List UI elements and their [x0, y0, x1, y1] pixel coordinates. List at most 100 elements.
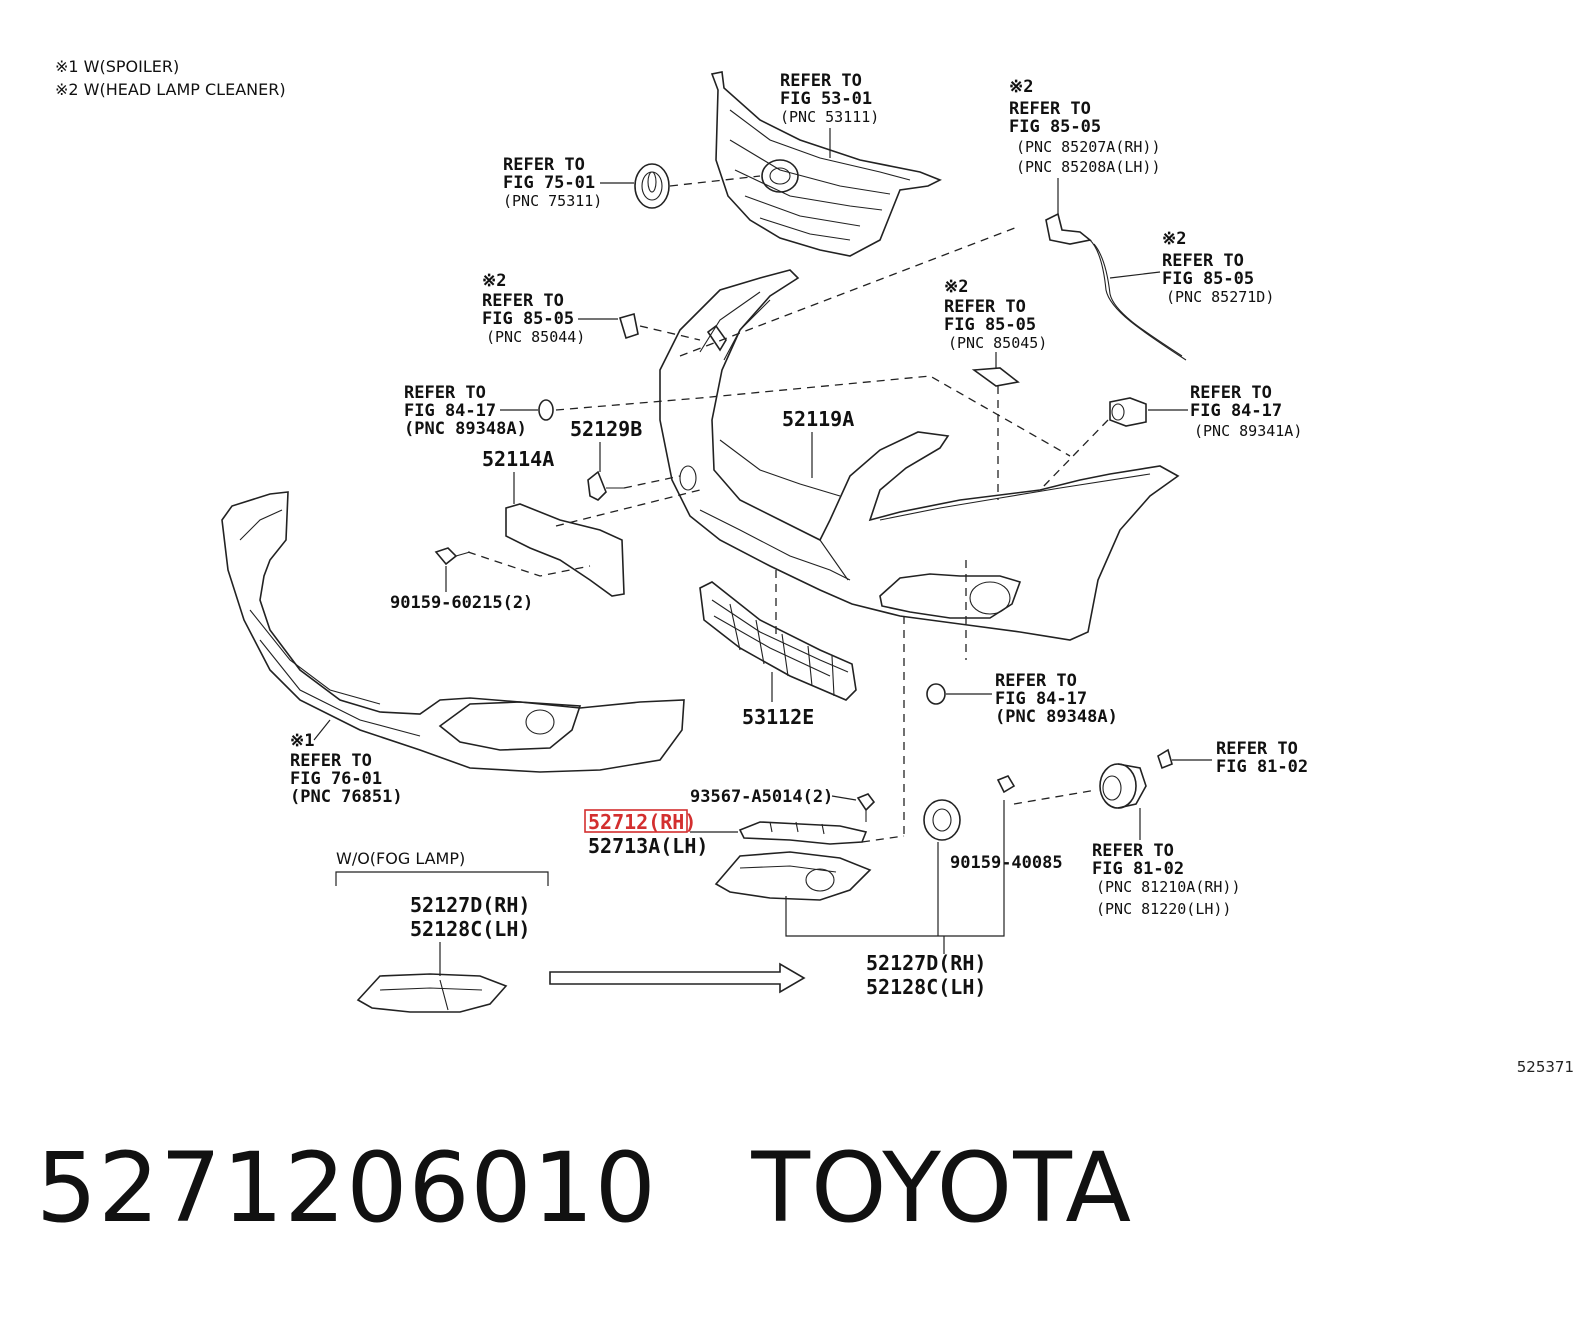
figure-code: 525371: [1516, 1058, 1574, 1076]
emblem-icon[interactable]: [634, 163, 670, 209]
svg-text:REFER TO: REFER TO: [944, 297, 1026, 317]
svg-text:FIG 76-01: FIG 76-01: [290, 769, 382, 789]
parking-sensor[interactable]: [1109, 397, 1147, 427]
front-bumper-cover[interactable]: [659, 269, 1180, 641]
label-93567-A5014: 93567-A5014(2): [690, 787, 833, 807]
group-bracket-line: [785, 800, 1005, 937]
callout-clip-lower: REFER TO FIG 84-17 (PNC 89348A): [946, 671, 1118, 727]
svg-text:(PNC 76851): (PNC 76851): [290, 787, 403, 807]
svg-text:FIG 84-17: FIG 84-17: [995, 689, 1087, 709]
callout-bracket-85044: ※2 REFER TO FIG 85-05 (PNC 85044): [482, 271, 618, 346]
svg-text:REFER TO: REFER TO: [1162, 251, 1244, 271]
svg-text:REFER TO: REFER TO: [1092, 841, 1174, 861]
label-52114A: 52114A: [482, 447, 554, 471]
label-52129B: 52129B: [570, 417, 642, 441]
svg-text:FIG 81-02: FIG 81-02: [1216, 757, 1308, 777]
bumper-bracket-left[interactable]: [706, 324, 727, 352]
svg-text:(PNC 89348A): (PNC 89348A): [404, 419, 527, 439]
svg-text:FIG 85-05: FIG 85-05: [1162, 269, 1254, 289]
svg-text:※2: ※2: [944, 277, 968, 297]
svg-text:FIG 81-02: FIG 81-02: [1092, 859, 1184, 879]
note-head-lamp-cleaner: ※2 W(HEAD LAMP CLEANER): [55, 80, 286, 99]
footer-title: 5271206010 TOYOTA: [36, 1132, 1132, 1244]
svg-text:※2: ※2: [1009, 77, 1033, 97]
front-spoiler[interactable]: [221, 491, 685, 773]
license-plate-bracket-52114A[interactable]: [505, 503, 625, 597]
svg-text:REFER TO: REFER TO: [404, 383, 486, 403]
screw-90159-60215[interactable]: [434, 547, 471, 566]
label-90159-60215: 90159-60215(2): [390, 593, 533, 613]
svg-text:FIG 75-01: FIG 75-01: [503, 173, 595, 193]
clip-89348A[interactable]: [538, 399, 554, 421]
callout-sensor-right: REFER TO FIG 84-17 (PNC 89341A): [1148, 383, 1302, 440]
bracket-85044[interactable]: [619, 312, 639, 340]
fog-lamp-bracket[interactable]: [923, 799, 961, 841]
svg-text:FIG 53-01: FIG 53-01: [780, 89, 872, 109]
callout-fog-lamp: REFER TO FIG 81-02 (PNC 81210A(RH)) (PNC…: [1092, 808, 1241, 918]
screw-90159-40085[interactable]: [996, 775, 1016, 794]
fog-lamp-cover-without-fog[interactable]: [356, 973, 508, 1013]
svg-text:REFER TO: REFER TO: [503, 155, 585, 175]
fog-lamp-cover[interactable]: [714, 851, 872, 901]
label-cover-rh: 52127D(RH): [866, 951, 986, 975]
note-spoiler: ※1 W(SPOILER): [55, 57, 179, 76]
svg-text:※2: ※2: [1162, 229, 1186, 249]
svg-text:(PNC 75311): (PNC 75311): [503, 192, 602, 210]
arrow-right-icon: [549, 962, 806, 994]
screw-93567-A5014[interactable]: [856, 793, 876, 822]
fog-lamp-molding-52712[interactable]: [738, 821, 868, 845]
clip-89348A-lower[interactable]: [926, 683, 946, 705]
svg-text:REFER TO: REFER TO: [290, 751, 372, 771]
label-52712[interactable]: 52712(RH): [588, 810, 696, 834]
svg-text:(PNC 85208A(LH)): (PNC 85208A(LH)): [1016, 158, 1161, 176]
washer-nozzle[interactable]: [1045, 212, 1187, 361]
label-53112E: 53112E: [742, 705, 814, 729]
svg-text:FIG 85-05: FIG 85-05: [1009, 117, 1101, 137]
svg-text:(PNC 85271D): (PNC 85271D): [1166, 288, 1274, 306]
label-wo-cover-rh: 52127D(RH): [410, 893, 530, 917]
brand-name: TOYOTA: [751, 1132, 1133, 1244]
svg-text:FIG 85-05: FIG 85-05: [482, 309, 574, 329]
callout-bracket-85045: ※2 REFER TO FIG 85-05 (PNC 85045): [944, 277, 1047, 368]
callout-spoiler: ※1 REFER TO FIG 76-01 (PNC 76851): [290, 719, 403, 807]
svg-text:(PNC 81220(LH)): (PNC 81220(LH)): [1096, 900, 1231, 918]
fog-lamp-unit[interactable]: [1099, 763, 1147, 809]
svg-text:FIG 84-17: FIG 84-17: [1190, 401, 1282, 421]
svg-text:W/O(FOG LAMP): W/O(FOG LAMP): [336, 849, 465, 868]
svg-text:(PNC 53111): (PNC 53111): [780, 108, 879, 126]
fog-lamp-bulb[interactable]: [1157, 748, 1173, 770]
svg-text:※1: ※1: [290, 731, 314, 751]
wo-fog-lamp-box: W/O(FOG LAMP): [335, 849, 549, 886]
svg-text:FIG 85-05: FIG 85-05: [944, 315, 1036, 335]
svg-text:(PNC 89341A): (PNC 89341A): [1194, 422, 1302, 440]
label-cover-lh: 52128C(LH): [866, 975, 986, 999]
callout-emblem: REFER TO FIG 75-01 (PNC 75311): [503, 155, 634, 210]
svg-text:(PNC 85207A(RH)): (PNC 85207A(RH)): [1016, 138, 1161, 156]
callout-grille: REFER TO FIG 53-01 (PNC 53111): [780, 71, 879, 158]
lower-grille-53112E[interactable]: [699, 581, 857, 701]
callout-fog-bulb: REFER TO FIG 81-02: [1172, 739, 1308, 777]
bracket-85045[interactable]: [971, 367, 1020, 387]
callout-clip-left: REFER TO FIG 84-17 (PNC 89348A): [404, 383, 538, 439]
tow-hook-cover-52129B[interactable]: [587, 470, 624, 501]
svg-text:(PNC 89348A): (PNC 89348A): [995, 707, 1118, 727]
svg-text:※2: ※2: [482, 271, 506, 291]
radiator-grille[interactable]: [710, 71, 942, 257]
label-52713A: 52713A(LH): [588, 834, 708, 858]
label-90159-40085: 90159-40085: [950, 853, 1063, 873]
callout-washer-hose: ※2 REFER TO FIG 85-05 (PNC 85271D): [1109, 229, 1274, 306]
label-52119A: 52119A: [782, 407, 854, 431]
svg-text:REFER TO: REFER TO: [482, 291, 564, 311]
svg-text:REFER TO: REFER TO: [1009, 99, 1091, 119]
svg-text:FIG 84-17: FIG 84-17: [404, 401, 496, 421]
svg-text:(PNC 81210A(RH)): (PNC 81210A(RH)): [1096, 878, 1241, 896]
highlight-box: [584, 809, 688, 833]
callout-washer-nozzle: ※2 REFER TO FIG 85-05 (PNC 85207A(RH)) (…: [1009, 77, 1161, 214]
svg-text:REFER TO: REFER TO: [1216, 739, 1298, 759]
svg-text:REFER TO: REFER TO: [780, 71, 862, 91]
label-wo-cover-lh: 52128C(LH): [410, 917, 530, 941]
svg-text:REFER TO: REFER TO: [1190, 383, 1272, 403]
part-number: 5271206010: [36, 1132, 657, 1244]
svg-text:(PNC 85045): (PNC 85045): [948, 334, 1047, 352]
